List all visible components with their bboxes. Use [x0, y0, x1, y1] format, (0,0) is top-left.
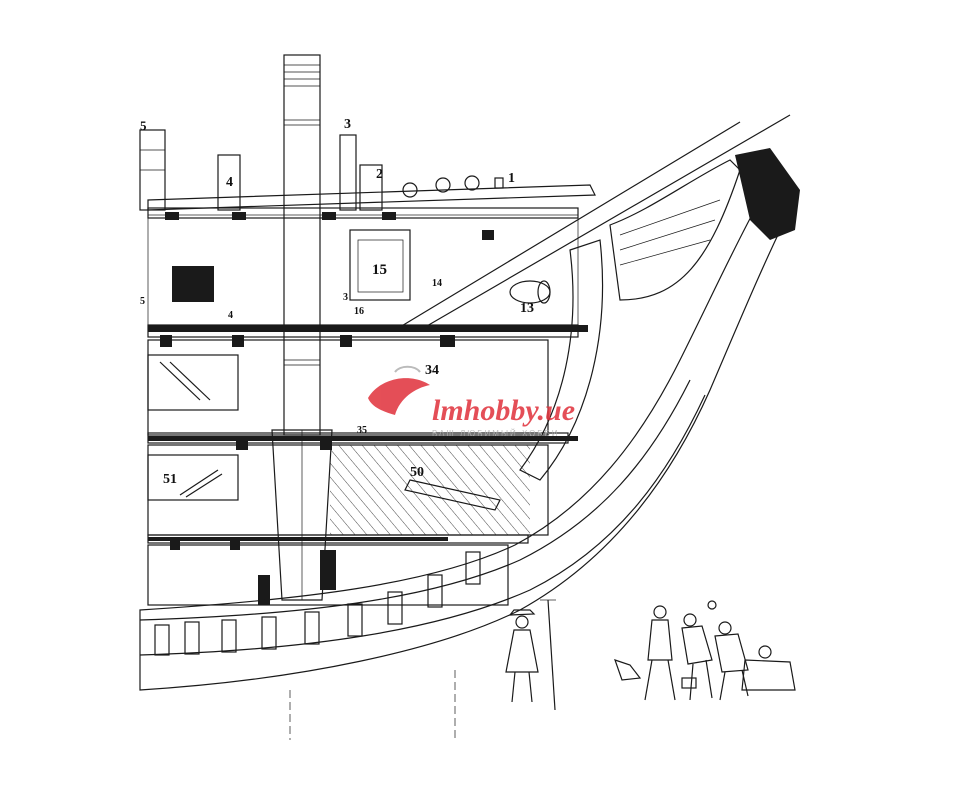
callout-4: 4 — [228, 310, 233, 321]
bowsprit — [394, 114, 791, 331]
watermark: lmhobby.ue ВАШ ЛЮБИМЫЙ ХОББИ — [368, 365, 575, 438]
callout-4: 4 — [226, 175, 233, 190]
watermark-brand: lmhobby.ue — [432, 394, 575, 427]
callout-13: 13 — [520, 301, 534, 316]
gun-deck — [147, 324, 588, 436]
callout-5: 5 — [140, 118, 147, 133]
callout-5: 5 — [140, 296, 145, 307]
lower-deck — [147, 432, 578, 536]
callout-16: 16 — [354, 306, 364, 317]
watermark-tagline: ВАШ ЛЮБИМЫЙ ХОББИ — [432, 429, 560, 438]
brawling-figures-group — [614, 600, 796, 701]
callout-3: 3 — [343, 292, 348, 303]
callout-2: 2 — [376, 167, 383, 182]
callout-15: 15 — [372, 262, 387, 278]
hull-stem — [139, 148, 800, 740]
orlop-deck — [147, 534, 529, 606]
callout-50: 50 — [410, 465, 424, 480]
callout-3: 3 — [344, 117, 351, 132]
callout-1: 1 — [508, 171, 515, 186]
callout-51: 51 — [163, 472, 177, 487]
bulwark-rail — [139, 129, 596, 211]
callout-14: 14 — [432, 278, 442, 289]
callout-35: 35 — [357, 425, 367, 436]
callout-34: 34 — [425, 363, 439, 378]
sailor-figure — [505, 599, 556, 711]
watermark-logo-icon — [368, 378, 430, 415]
